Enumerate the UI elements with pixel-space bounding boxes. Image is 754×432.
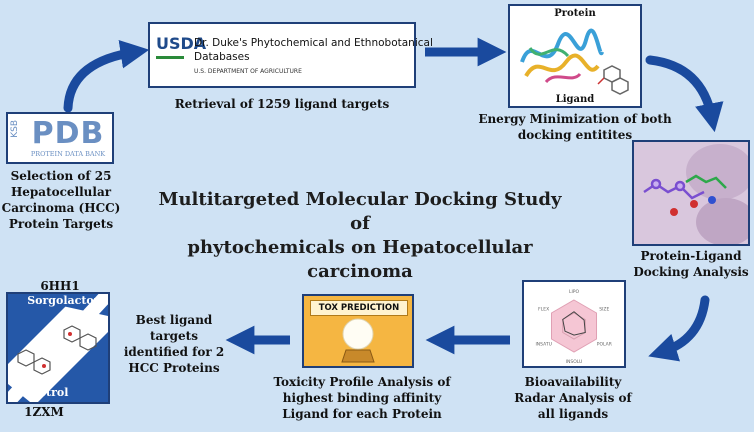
pdb-sub-text: PROTEIN DATA BANK (30, 150, 106, 158)
bioavailability-radar-chart: LIPO SIZE POLAR INSOLU INSATU FLEX (535, 289, 612, 365)
ligand-label: Ligand (555, 94, 595, 105)
tox-panel: TOX PREDICTION (302, 294, 414, 368)
pdb-caption: Selection of 25 Hepatocellular Carcinoma… (1, 169, 121, 231)
radar-axis-label: POLAR (597, 342, 612, 348)
top-ligand-name: Sorgolactone (27, 294, 109, 307)
usda-name-line1: Dr. Duke's Phytochemical and Ethnobotani… (194, 37, 433, 49)
usda-caption: Retrieval of 1259 ligand targets (174, 97, 390, 111)
usda-logo-text: USDA (156, 34, 207, 53)
best-ligand-diagonal-bg (8, 294, 108, 402)
pdb-logo-panel: KSB PDB PROTEIN DATA BANK (6, 112, 114, 164)
tox-caption: Toxicity Profile Analysis of highest bin… (273, 375, 451, 421)
top-protein-id: 6HH1 (40, 279, 80, 293)
usda-dept: U.S. DEPARTMENT OF AGRICULTURE (194, 68, 302, 75)
crystal-ball-icon (341, 318, 375, 363)
bottom-protein-id: 1ZXM (24, 405, 64, 419)
docking-panel (632, 140, 750, 246)
usda-logo-underline (156, 56, 184, 59)
arrow-energy-to-docking (645, 55, 724, 133)
energy-panel: Protein Ligand (508, 4, 642, 108)
energy-caption: Energy Minimization of both docking enti… (478, 112, 672, 142)
protein-label: Protein (554, 8, 596, 19)
best-ligand-panel: Sorgolactone Alectrol (6, 292, 110, 404)
best-ligand-caption: Best ligand targets identified for 2 HCC… (123, 313, 225, 375)
radar-axis-label: SIZE (599, 307, 609, 313)
ligand-structure-image (597, 65, 629, 95)
docking-complex-image (643, 144, 748, 244)
radar-axis-label: FLEX (538, 307, 549, 313)
arrow-pdb-to-usda (63, 39, 150, 113)
diagram-title: Multitargeted Molecular Docking Study of… (158, 189, 562, 282)
radar-optimal-zone (550, 299, 598, 353)
radar-ligand-profile (562, 311, 586, 336)
arrow-docking-to-radar (648, 295, 710, 362)
radar-axis-label: INSATU (535, 342, 551, 348)
bottom-ligand-name: Alectrol (19, 386, 69, 399)
radar-caption: Bioavailability Radar Analysis of all li… (514, 375, 632, 421)
pdb-logo-text: PDB (31, 116, 105, 151)
radar-axis-label: INSOLU (566, 359, 583, 365)
radar-panel: LIPO SIZE POLAR INSOLU INSATU FLEX (522, 280, 626, 368)
tox-label: TOX PREDICTION (310, 300, 408, 316)
docking-caption: Protein-Ligand Docking Analysis (633, 249, 749, 279)
protein-ribbon-image (520, 28, 604, 84)
usda-name-line2: Databases (194, 51, 250, 63)
radar-axis-label: LIPO (569, 289, 580, 295)
usda-logo-panel: USDA Dr. Duke's Phytochemical and Ethnob… (148, 22, 433, 88)
pdb-side-text: KSB (10, 120, 20, 138)
